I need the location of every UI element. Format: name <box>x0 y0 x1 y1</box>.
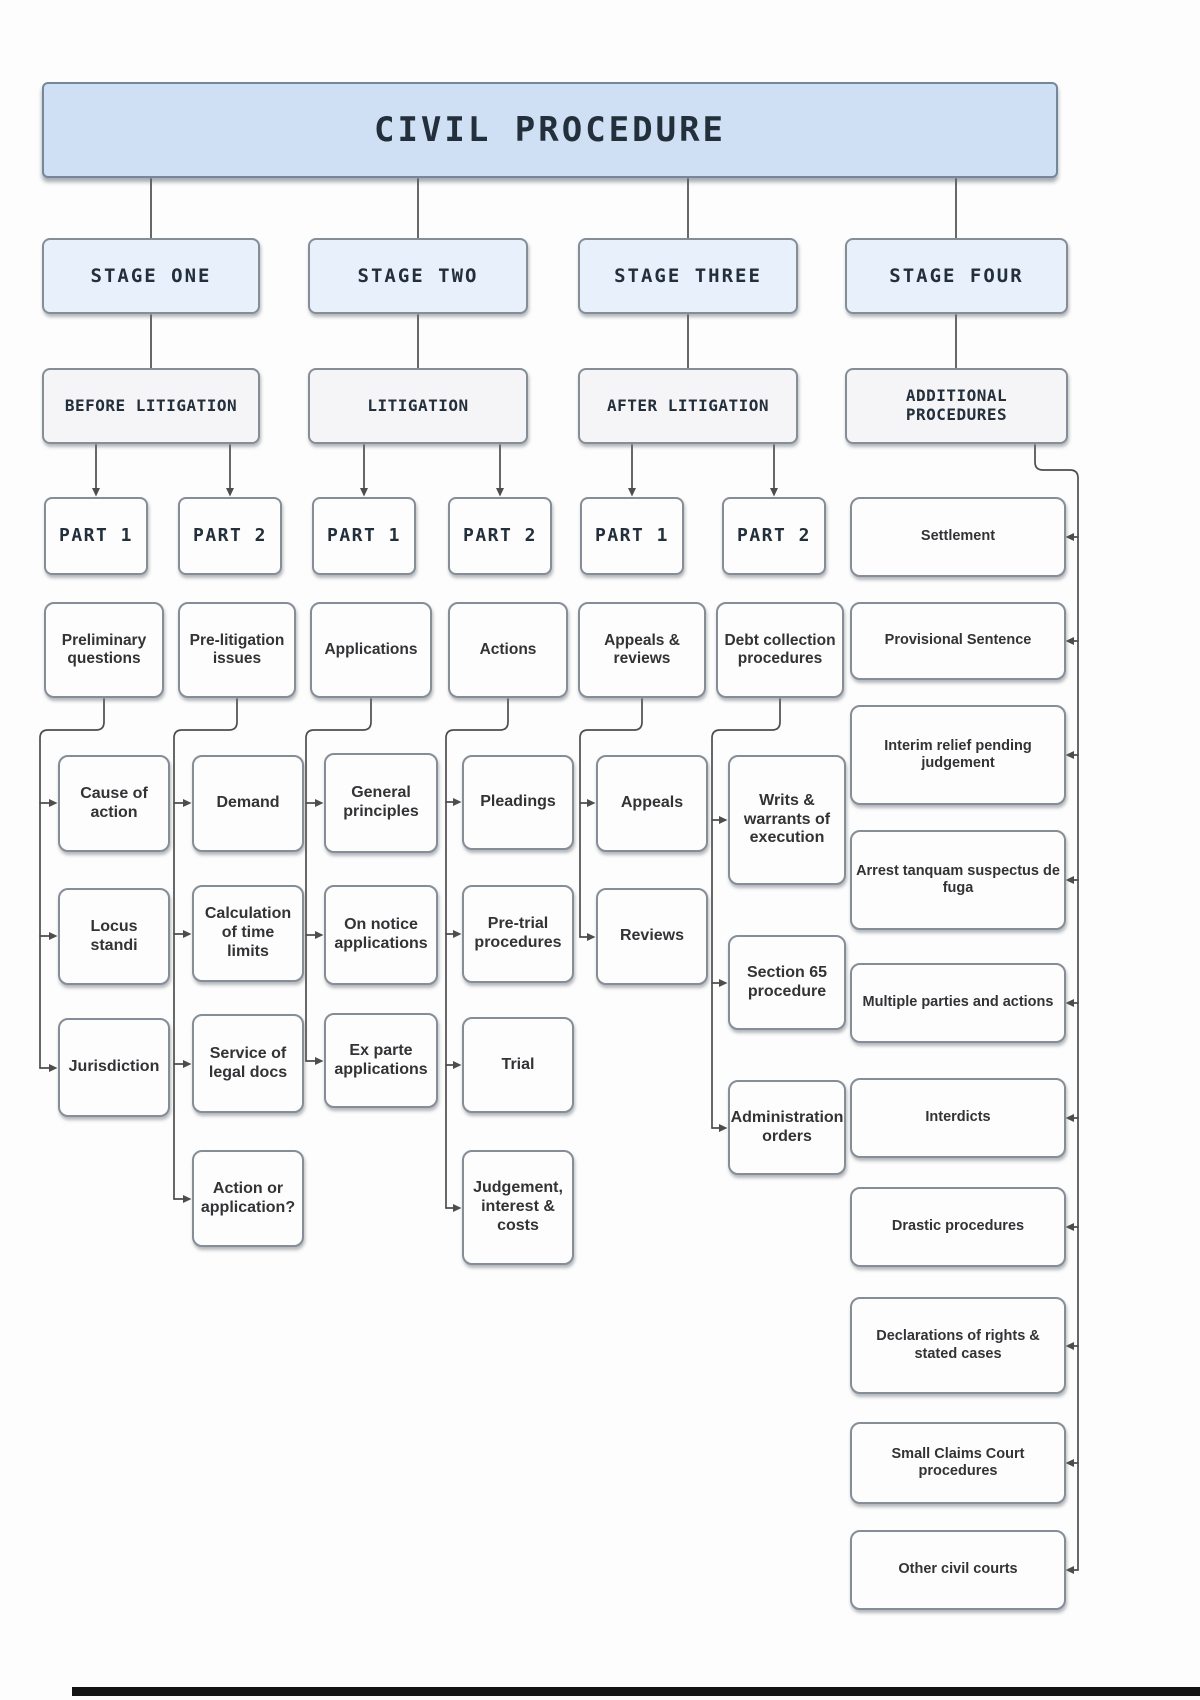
node-ex-parte-applications: Ex parte applications <box>324 1013 438 1108</box>
node-drastic-procedures: Drastic procedures <box>850 1187 1066 1267</box>
node-general-principles: General principles <box>324 753 438 853</box>
stage3-part2-box: PART 2 <box>722 497 826 575</box>
node-on-notice-applications: On notice applications <box>324 885 438 985</box>
node-arrest-tanquam-suspectus-de-fuga: Arrest tanquam suspectus de fuga <box>850 830 1066 930</box>
node-pre-trial-procedures: Pre-trial procedures <box>462 885 574 983</box>
node-multiple-parties-and-actions: Multiple parties and actions <box>850 963 1066 1043</box>
node-provisional-sentence: Provisional Sentence <box>850 602 1066 680</box>
topic-debt-collection-procedures: Debt collection procedures <box>716 602 844 698</box>
stage2-part1-box: PART 1 <box>312 497 416 575</box>
stage2-part2-box: PART 2 <box>448 497 552 575</box>
stage-one-box: STAGE ONE <box>42 238 260 314</box>
node-interim-relief-pending-judgement: Interim relief pending judgement <box>850 705 1066 805</box>
node-other-civil-courts: Other civil courts <box>850 1530 1066 1610</box>
topic-appeals-and-reviews: Appeals & reviews <box>578 602 706 698</box>
node-declarations-of-rights-stated-cases: Declarations of rights & stated cases <box>850 1297 1066 1394</box>
node-demand: Demand <box>192 755 304 852</box>
node-locus-standi: Locus standi <box>58 888 170 985</box>
page-bottom-rule <box>72 1687 1200 1696</box>
topic-preliminary-questions: Preliminary questions <box>44 602 164 698</box>
category-after-litigation: AFTER LITIGATION <box>578 368 798 444</box>
node-settlement: Settlement <box>850 497 1066 577</box>
node-trial: Trial <box>462 1017 574 1113</box>
node-appeals: Appeals <box>596 755 708 852</box>
title-box: CIVIL PROCEDURE <box>42 82 1058 178</box>
stage-three-box: STAGE THREE <box>578 238 798 314</box>
node-small-claims-court-procedures: Small Claims Court procedures <box>850 1422 1066 1504</box>
category-before-litigation: BEFORE LITIGATION <box>42 368 260 444</box>
node-pleadings: Pleadings <box>462 755 574 850</box>
node-action-or-application: Action or application? <box>192 1150 304 1247</box>
node-judgement-interest-costs: Judgement, interest & costs <box>462 1150 574 1265</box>
stage1-part1-box: PART 1 <box>44 497 148 575</box>
stage-four-box: STAGE FOUR <box>845 238 1068 314</box>
topic-actions: Actions <box>448 602 568 698</box>
stage1-part2-box: PART 2 <box>178 497 282 575</box>
node-service-of-legal-docs: Service of legal docs <box>192 1014 304 1113</box>
stage-two-box: STAGE TWO <box>308 238 528 314</box>
node-reviews: Reviews <box>596 888 708 985</box>
category-litigation: LITIGATION <box>308 368 528 444</box>
topic-applications: Applications <box>310 602 432 698</box>
node-cause-of-action: Cause of action <box>58 755 170 852</box>
node-section-65-procedure: Section 65 procedure <box>728 935 846 1030</box>
node-interdicts: Interdicts <box>850 1078 1066 1158</box>
node-administration-orders: Administration orders <box>728 1080 846 1175</box>
node-jurisdiction: Jurisdiction <box>58 1018 170 1117</box>
node-calculation-of-time-limits: Calculation of time limits <box>192 885 304 982</box>
category-additional-procedures: ADDITIONAL PROCEDURES <box>845 368 1068 444</box>
node-writs-warrants-of-execution: Writs & warrants of execution <box>728 755 846 885</box>
topic-pre-litigation-issues: Pre-litigation issues <box>178 602 296 698</box>
stage3-part1-box: PART 1 <box>580 497 684 575</box>
